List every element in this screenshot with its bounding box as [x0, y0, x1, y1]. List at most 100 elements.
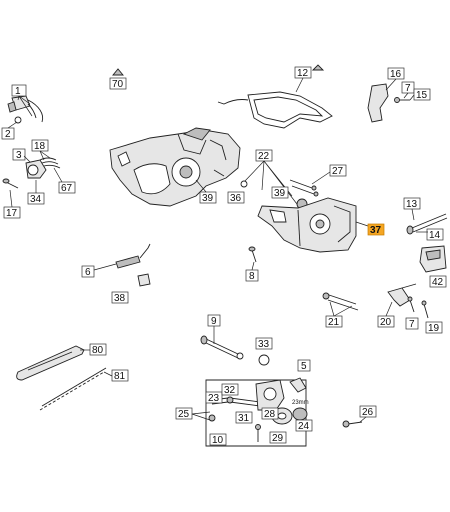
- svg-text:28: 28: [264, 409, 276, 420]
- svg-text:26: 26: [362, 407, 374, 418]
- svg-text:34: 34: [30, 194, 42, 205]
- lever-6-part[interactable]: [115, 243, 151, 269]
- bolt-26-part[interactable]: [342, 420, 363, 428]
- callout-42: 42: [429, 275, 447, 288]
- screw-8-part[interactable]: [248, 246, 257, 263]
- callout-37-highlighted: 37: [355, 221, 385, 236]
- callout-8: 8: [245, 261, 259, 282]
- callout-23: 23: [205, 391, 223, 404]
- bolt-32-part[interactable]: [226, 396, 261, 407]
- ignition-switch-part[interactable]: [7, 95, 44, 124]
- bracket-20-part[interactable]: [387, 283, 417, 307]
- screw-17-part[interactable]: [2, 178, 19, 189]
- clutch-part[interactable]: 23mm: [289, 377, 309, 406]
- washer-36-part[interactable]: [240, 180, 248, 188]
- svg-text:6: 6: [85, 267, 91, 278]
- callout-2: 2: [1, 121, 18, 140]
- screw-19-part[interactable]: [421, 300, 429, 319]
- callout-7-top: 7: [401, 81, 415, 99]
- svg-text:29: 29: [272, 433, 284, 444]
- callout-32: 32: [221, 383, 239, 396]
- plate-part[interactable]: [255, 379, 285, 411]
- callout-20: 20: [377, 301, 395, 328]
- svg-text:23mm: 23mm: [292, 400, 309, 406]
- svg-text:67: 67: [61, 183, 73, 194]
- oring-33-part[interactable]: [258, 354, 270, 366]
- chain-81-part[interactable]: [39, 367, 107, 411]
- svg-text:70: 70: [112, 79, 124, 90]
- screw-30-part[interactable]: [255, 424, 261, 443]
- bracket-16-part[interactable]: [367, 83, 389, 123]
- bolt-13-part[interactable]: [406, 213, 448, 235]
- svg-text:21: 21: [328, 317, 340, 328]
- svg-text:27: 27: [332, 166, 344, 177]
- callout-21: 21: [325, 301, 353, 328]
- callout-7-bottom: 7: [405, 317, 419, 330]
- svg-text:13: 13: [406, 199, 418, 210]
- svg-text:39: 39: [202, 193, 214, 204]
- callout-38: 38: [111, 291, 129, 304]
- svg-text:3: 3: [16, 150, 22, 161]
- spark-plug-cap-part[interactable]: [25, 157, 61, 179]
- callout-80: 80: [80, 343, 107, 356]
- callout-19: 19: [425, 321, 443, 334]
- bearing-24-part[interactable]: [292, 407, 308, 421]
- svg-text:80: 80: [92, 345, 104, 356]
- callout-81: 81: [103, 369, 129, 382]
- bolt-9-part[interactable]: [200, 335, 244, 360]
- svg-text:32: 32: [224, 385, 236, 396]
- svg-text:23: 23: [208, 393, 220, 404]
- callout-10: 10: [209, 433, 227, 446]
- callout-67: 67: [53, 167, 76, 194]
- gasket-12-part[interactable]: [217, 91, 333, 129]
- callout-33: 33: [255, 337, 273, 350]
- svg-text:17: 17: [6, 208, 18, 219]
- svg-text:14: 14: [429, 230, 441, 241]
- callout-28: 28: [261, 407, 279, 420]
- svg-text:81: 81: [114, 371, 126, 382]
- svg-text:37: 37: [370, 225, 382, 236]
- callout-17: 17: [3, 189, 21, 219]
- guide-bar-80-part[interactable]: [16, 345, 85, 381]
- callout-15: 15: [409, 88, 431, 101]
- callout-14: 14: [416, 228, 444, 241]
- callout-27: 27: [311, 164, 347, 185]
- callout-29: 29: [269, 431, 287, 444]
- svg-text:16: 16: [390, 69, 402, 80]
- svg-text:39: 39: [274, 188, 286, 199]
- svg-text:7: 7: [409, 319, 415, 330]
- callout-39-left: 39: [195, 179, 217, 204]
- svg-text:10: 10: [212, 435, 224, 446]
- studs-27-part[interactable]: [289, 179, 319, 197]
- callout-24: 24: [295, 419, 313, 432]
- callout-34: 34: [27, 180, 45, 205]
- callout-26: 26: [359, 405, 377, 423]
- callout-16: 16: [385, 67, 405, 91]
- callout-22: 22: [243, 149, 301, 209]
- svg-text:15: 15: [416, 90, 428, 101]
- screw-7-top-part[interactable]: [394, 97, 411, 103]
- callout-9: 9: [207, 314, 221, 344]
- nut-38-part[interactable]: [137, 273, 151, 287]
- svg-text:20: 20: [380, 317, 392, 328]
- cover-42-part[interactable]: [419, 245, 447, 273]
- callout-6: 6: [81, 263, 117, 278]
- washer-10-part[interactable]: [208, 414, 216, 422]
- pins-21-part[interactable]: [322, 292, 359, 311]
- svg-text:1: 1: [15, 86, 21, 97]
- svg-text:2: 2: [5, 129, 11, 140]
- callout-12: 12: [294, 64, 325, 93]
- crankcase-half-part[interactable]: [257, 197, 357, 253]
- drum-28-part[interactable]: [271, 407, 293, 425]
- svg-text:24: 24: [298, 421, 310, 432]
- svg-text:7: 7: [405, 83, 411, 94]
- callout-70: 70: [109, 68, 127, 90]
- svg-text:25: 25: [178, 409, 190, 420]
- screw-7-bottom-part[interactable]: [407, 296, 415, 313]
- svg-text:33: 33: [258, 339, 270, 350]
- callout-31: 31: [235, 411, 253, 424]
- svg-text:19: 19: [428, 323, 440, 334]
- crankcase-housing-part[interactable]: [109, 127, 241, 207]
- callout-5: 5: [297, 359, 311, 372]
